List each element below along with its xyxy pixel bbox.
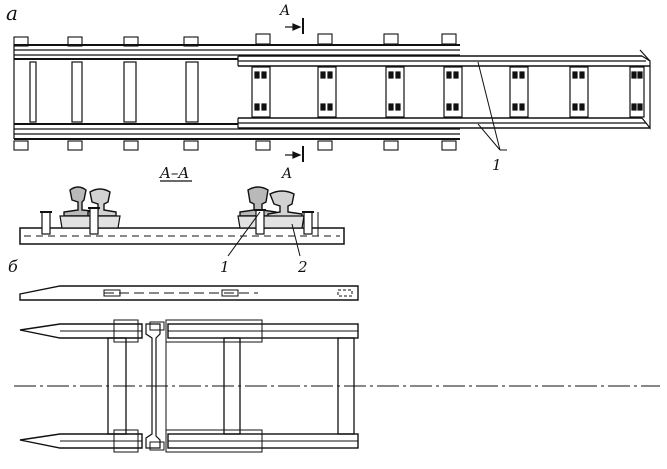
callout-section-2: 2 xyxy=(297,258,308,276)
section-callout-leaders xyxy=(227,211,301,257)
callout-1-leaders xyxy=(477,61,507,151)
rail-top-left xyxy=(14,44,460,60)
rail-profile-right xyxy=(237,186,319,236)
ties-clamped xyxy=(251,66,645,118)
rail-bottom-left xyxy=(14,123,460,140)
labels: a A A A–A 1 1 2 б xyxy=(6,1,502,276)
callout-section-1: 1 xyxy=(220,258,230,276)
view-b-label: б xyxy=(8,257,18,276)
sleepers-bottom xyxy=(13,140,457,151)
section-a-a xyxy=(19,180,345,257)
rail-profile-left xyxy=(40,186,121,235)
base-plate xyxy=(19,227,345,245)
view-a-plan xyxy=(13,18,651,162)
view-a-label: a xyxy=(6,1,18,25)
section-title: A–A xyxy=(158,164,189,182)
section-mark-top xyxy=(285,18,304,34)
ties-left xyxy=(29,61,199,123)
section-label-bottom: A xyxy=(280,166,292,182)
view-b-plan xyxy=(14,319,660,453)
callout-top-1: 1 xyxy=(492,156,502,174)
overlay-track xyxy=(237,49,651,130)
view-b-elevation xyxy=(19,285,359,301)
section-label-top: A xyxy=(278,3,290,19)
section-mark-bottom xyxy=(285,146,304,162)
